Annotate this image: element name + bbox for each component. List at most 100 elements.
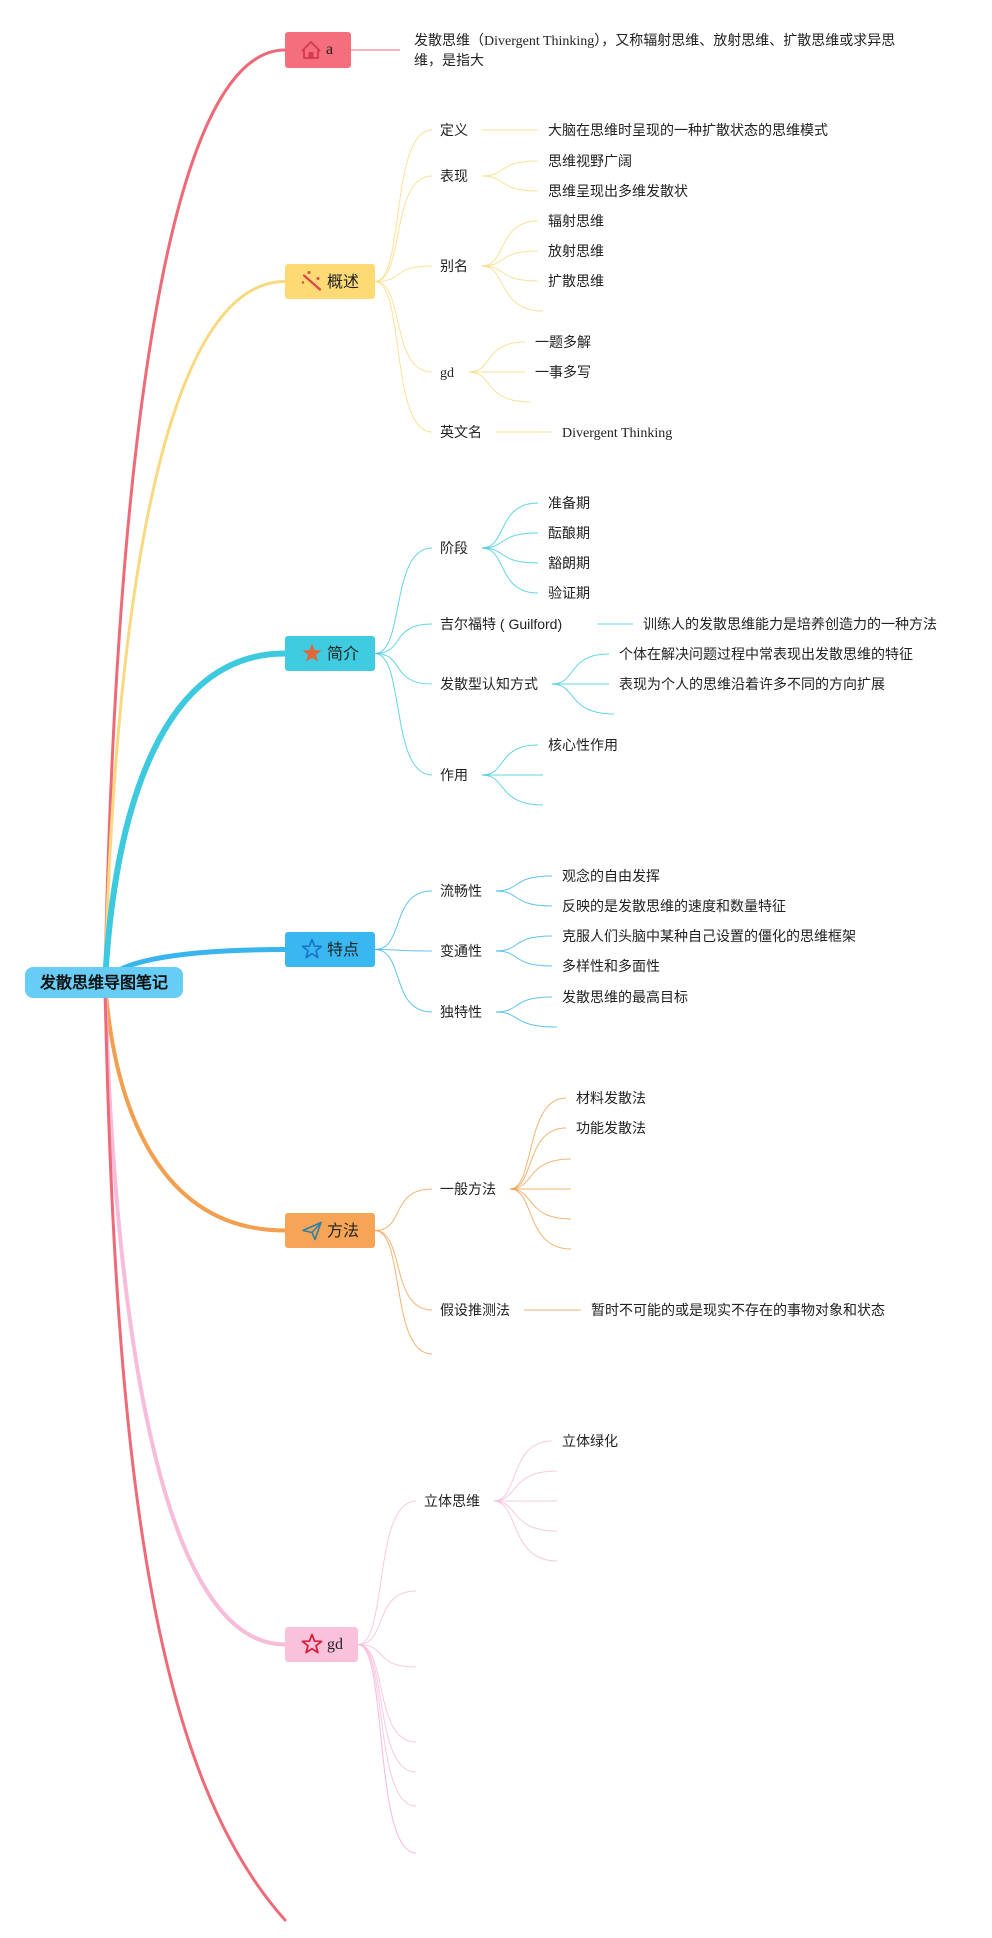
home-icon <box>301 41 321 59</box>
leaf-edge <box>481 547 539 594</box>
star-outline-red-icon <box>301 1633 323 1654</box>
sub-edge <box>374 175 433 282</box>
subtopic-label[interactable]: 独特性 <box>440 1004 482 1020</box>
leaf-edge <box>468 341 526 373</box>
branch-topic-overview[interactable]: 概述 <box>285 264 375 299</box>
sub-edge <box>374 1188 433 1231</box>
leaf-topic-label[interactable]: 反映的是发散思维的速度和数量特征 <box>562 898 786 914</box>
leaf-topic-label[interactable]: 扩散思维 <box>548 273 604 289</box>
leaf-edge <box>481 265 544 312</box>
sub-edge <box>374 623 433 654</box>
leaf-topic-label[interactable]: Divergent Thinking <box>562 426 672 441</box>
leaf-topic-label[interactable]: 表现为个人的思维沿着许多不同的方向扩展 <box>619 676 885 692</box>
leaf-topic-label[interactable]: 材料发散法 <box>576 1090 646 1106</box>
leaf-edge <box>481 265 539 282</box>
leaf-edge <box>551 683 615 715</box>
leaf-topic-label[interactable]: 一事多写 <box>535 364 591 380</box>
sub-edge <box>357 1644 417 1854</box>
leaf-topic-label[interactable]: 思维视野广阔 <box>548 153 632 169</box>
sub-edge <box>374 949 433 1013</box>
root-topic-label: 发散思维导图笔记 <box>39 973 168 992</box>
leaf-topic-label[interactable]: 个体在解决问题过程中常表现出发散思维的特征 <box>619 646 913 662</box>
branch-topic-label: 方法 <box>327 1222 359 1240</box>
leaf-edge <box>493 1500 558 1562</box>
leaf-topic-label[interactable]: 验证期 <box>548 585 590 601</box>
leaf-topic-label[interactable]: 多样性和多面性 <box>562 958 660 974</box>
leaf-topic-label[interactable]: 一题多解 <box>535 334 591 350</box>
branch-edge-gd <box>103 980 287 1647</box>
branch-topic-gd[interactable]: gd <box>285 1627 358 1662</box>
subtopic-label[interactable]: 立体思维 <box>424 1493 480 1509</box>
branch-topic-methods[interactable]: 方法 <box>285 1213 375 1248</box>
leaf-topic-label[interactable]: 训练人的发散思维能力是培养创造力的一种方法 <box>643 616 937 632</box>
leaf-edge <box>493 1440 553 1502</box>
subtopic-label[interactable]: 作用 <box>440 767 468 783</box>
branch-topic-a[interactable]: a <box>285 32 351 68</box>
branch-topic-label: 概述 <box>327 273 359 291</box>
leaf-edge <box>481 547 539 564</box>
branch-topic-label: 特点 <box>327 941 359 959</box>
leaf-edge <box>495 1011 558 1028</box>
sub-edge <box>374 265 433 282</box>
leaf-edge <box>493 1470 558 1502</box>
sub-edge <box>357 1500 417 1645</box>
branch-topic-features[interactable]: 特点 <box>285 932 375 967</box>
branch-edge-overview <box>103 280 287 984</box>
leaf-edge <box>493 1500 558 1532</box>
leaf-topic-label[interactable]: 放射思维 <box>548 243 604 259</box>
sub-edge <box>374 1230 433 1311</box>
leaf-edge <box>551 653 610 685</box>
subtopic-label[interactable]: 定义 <box>440 122 468 138</box>
leaf-topic-label[interactable]: 发散思维的最高目标 <box>562 989 688 1005</box>
leaf-edge <box>481 250 539 267</box>
leaf-edge <box>481 532 539 549</box>
subtopic-label[interactable]: 假设推测法 <box>440 1302 510 1318</box>
leaf-topic-label[interactable]: 暂时不可能的或是现实不存在的事物对象和状态 <box>591 1302 885 1318</box>
leaf-topic-label[interactable]: 克服人们头脑中某种自己设置的僵化的思维框架 <box>562 928 856 944</box>
sub-edge <box>374 281 433 433</box>
leaf-topic-label[interactable]: 准备期 <box>548 495 590 511</box>
subtopic-label[interactable]: 阶段 <box>440 540 468 556</box>
sub-edge <box>374 281 433 373</box>
sub-edge <box>357 1644 417 1773</box>
leaf-topic-label[interactable]: 辐射思维 <box>548 213 604 229</box>
leaf-topic-label[interactable]: 观念的自由发挥 <box>562 868 660 884</box>
paper-plane-icon <box>302 1221 322 1241</box>
leaf-edge <box>481 160 539 177</box>
subtopic-label[interactable]: 别名 <box>440 258 468 274</box>
leaf-topic-label[interactable]: 核心性作用 <box>548 737 618 753</box>
edges-layer <box>102 48 633 1922</box>
leaf-edge <box>509 1158 572 1190</box>
sub-edge <box>374 1230 433 1355</box>
leaf-topic-label[interactable]: 思维呈现出多维发散状 <box>548 183 688 199</box>
note-text: 发散思维（Divergent Thinking），又称辐射思维、放射思维、扩散思… <box>414 33 895 69</box>
root-topic[interactable]: 发散思维导图笔记 <box>25 967 183 998</box>
subtopic-label[interactable]: 吉尔福特 ( Guilford) <box>440 616 562 632</box>
leaf-topic-label[interactable]: 功能发散法 <box>576 1120 646 1136</box>
branch-topic-label: gd <box>327 1636 343 1653</box>
sub-edge <box>374 653 433 685</box>
branch-topic-intro[interactable]: 简介 <box>285 636 375 671</box>
subtopic-label[interactable]: 发散型认知方式 <box>440 676 538 692</box>
subtopic-label[interactable]: 英文名 <box>440 424 482 440</box>
leaf-topic-label[interactable]: 立体绿化 <box>562 1433 618 1449</box>
sub-edge <box>374 890 433 950</box>
subtopic-label[interactable]: 变通性 <box>440 943 482 959</box>
leaf-edge <box>481 744 539 776</box>
subtopic-label[interactable]: gd <box>440 366 454 381</box>
leaf-topic-label[interactable]: 豁朗期 <box>548 555 590 571</box>
leaf-edge <box>495 890 553 907</box>
sub-edge <box>357 1644 417 1807</box>
leaf-topic-label[interactable]: 酝酿期 <box>548 525 590 541</box>
subtopic-label[interactable]: 表现 <box>440 168 468 184</box>
leaf-topic-label[interactable]: 大脑在思维时呈现的一种扩散状态的思维模式 <box>548 122 828 138</box>
sub-edge <box>357 1644 417 1743</box>
branch-edge-methods <box>103 980 287 1233</box>
subtopic-label[interactable]: 一般方法 <box>440 1181 496 1197</box>
leaf-edge <box>509 1188 572 1220</box>
star-outline-icon <box>301 938 323 959</box>
subtopic-label[interactable]: 流畅性 <box>440 883 482 899</box>
sub-edge <box>374 129 433 282</box>
leaf-edge <box>468 371 531 403</box>
